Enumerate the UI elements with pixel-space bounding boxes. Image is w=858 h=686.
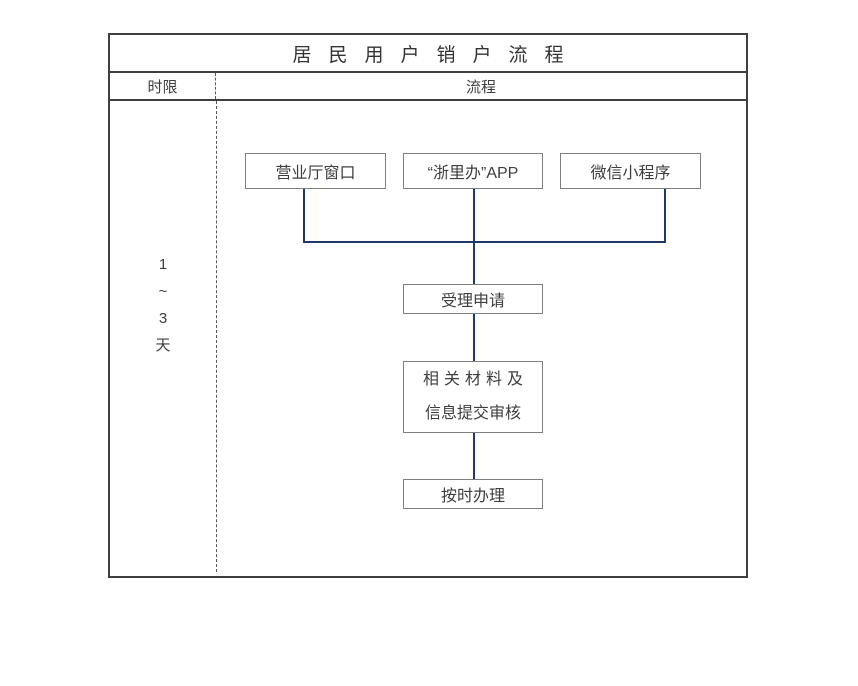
column-divider-dashed-line [216, 101, 217, 572]
time-limit-header-label: 时限 [147, 78, 178, 96]
header-row: 时限 流程 [110, 73, 746, 101]
connector-drop-middle [473, 189, 475, 284]
step-box-accept-application: 受理申请 [403, 284, 543, 314]
channel-box-wechat-mini-program: 微信小程序 [560, 153, 701, 189]
time-limit-value: 1 ~ 3 天 [110, 251, 216, 359]
connector-drop-right [664, 189, 666, 241]
time-limit-line-1: 1 [158, 256, 168, 273]
step-box-handle-on-time: 按时办理 [403, 479, 543, 509]
flowchart-frame: 居民用户销户流程 时限 流程 1 ~ 3 天 营业厅窗口 “浙里办”APP 微信… [108, 33, 748, 578]
step-box-materials-review: 相关材料及 信息提交审核 [403, 361, 543, 433]
time-limit-line-3: 3 [158, 310, 168, 327]
channel-box-business-hall: 营业厅窗口 [245, 153, 386, 189]
materials-review-line-1: 相关材料及 [422, 371, 528, 388]
connector-accept-to-review [473, 314, 475, 361]
time-limit-line-2: ~ [158, 283, 168, 300]
connector-drop-left [303, 189, 305, 241]
connector-review-to-handle [473, 433, 475, 479]
time-limit-line-4: 天 [155, 337, 171, 354]
connector-bus-horizontal [303, 241, 666, 243]
diagram-body: 1 ~ 3 天 营业厅窗口 “浙里办”APP 微信小程序 受理申请 相关材料及 … [110, 101, 746, 572]
materials-review-line-2: 信息提交审核 [424, 405, 521, 422]
process-header-label: 流程 [465, 78, 496, 96]
channel-box-zheliban-app: “浙里办”APP [403, 153, 543, 189]
diagram-title: 居民用户销户流程 [292, 44, 581, 66]
time-limit-header-cell: 时限 [110, 73, 216, 99]
process-header-cell: 流程 [216, 73, 746, 99]
title-row: 居民用户销户流程 [110, 35, 746, 73]
